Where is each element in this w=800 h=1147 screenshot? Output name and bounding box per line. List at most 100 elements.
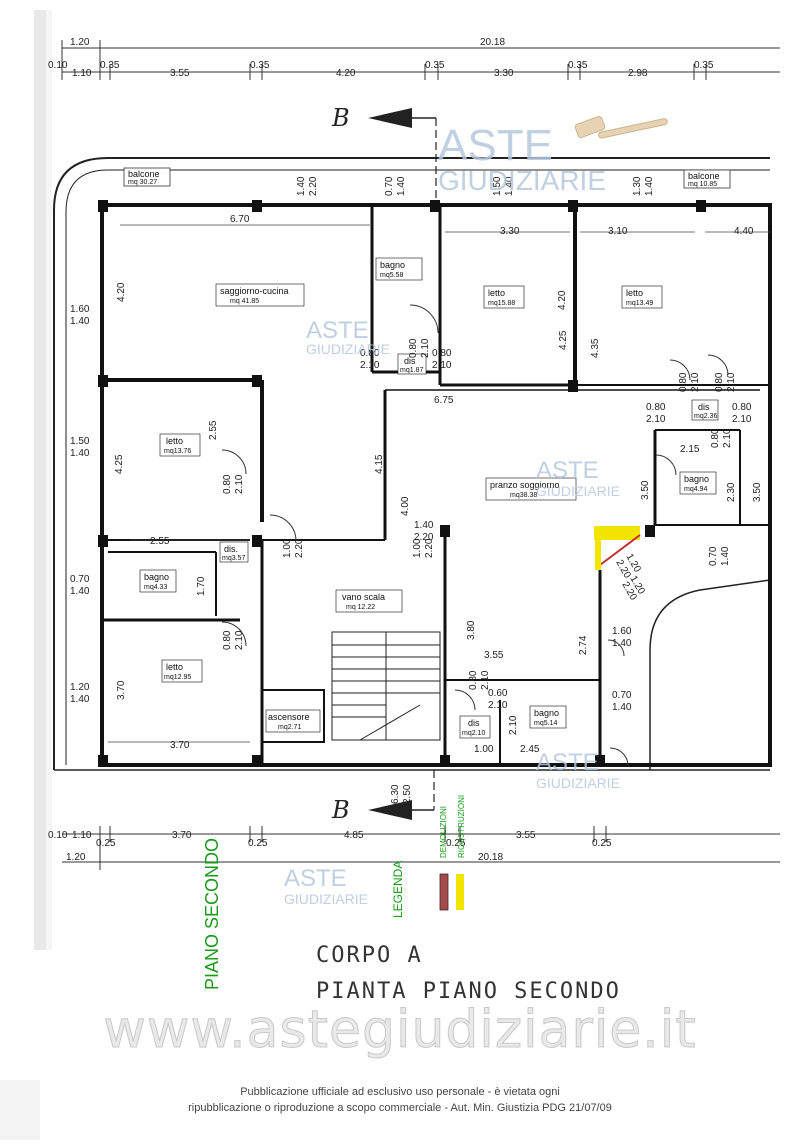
building-outline	[53, 157, 771, 771]
room-labels: bagno mq5.58 saggiorno-cucina mq 41.85 l…	[139, 257, 719, 739]
dim-215: 2.15	[680, 444, 700, 455]
window-2-a: 1.50	[492, 176, 503, 196]
room-ascensore-name: ascensore	[268, 712, 310, 722]
window-8-a: 1.60	[612, 626, 632, 637]
dim-top-6: 0.35	[425, 60, 445, 71]
dim-bottom-left-offset: 1.20	[66, 852, 86, 863]
reconstruction-wall-marker	[594, 526, 640, 540]
door-11-a: 1.00	[412, 538, 423, 558]
columns	[98, 200, 706, 767]
room-balcone-left-area: mq 30.27	[128, 179, 157, 186]
room-dis-3-name: dis.	[224, 544, 238, 554]
dim-415: 4.15	[374, 454, 385, 474]
watermark-giudiziarie-1: GIUDIZIARIE	[438, 165, 606, 196]
dim-top-8: 0.35	[568, 60, 588, 71]
legend-ricostruzioni-swatch	[456, 874, 464, 910]
footer-line2: ripubblicazione o riproduzione a scopo c…	[188, 1102, 612, 1114]
door-8-b: 2.10	[234, 474, 245, 494]
top-dimension-lines	[61, 40, 780, 80]
room-ascensore-area: mq2.71	[278, 724, 301, 731]
room-letto-3-name: letto	[166, 436, 183, 446]
scan-noise	[0, 10, 52, 1140]
watermark-giudiziarie-4: GIUDIZIARIE	[536, 775, 620, 791]
door-17-b: 2.50	[402, 784, 413, 804]
dim-top-1: 1.10	[72, 68, 92, 79]
door-15-b: 2.10	[480, 670, 491, 690]
door-3-b: 2.10	[690, 372, 701, 392]
window-8-b: 1.40	[612, 638, 632, 649]
window-7-a: 1.20	[70, 682, 90, 693]
dim-310: 3.10	[608, 226, 628, 237]
dim-330: 3.30	[500, 226, 520, 237]
door-swings	[221, 304, 729, 767]
window-10-b: 1.40	[720, 546, 731, 566]
dim-380: 3.80	[466, 620, 477, 640]
balcone-left-box	[123, 167, 171, 187]
legend-demolizioni-swatch	[439, 873, 449, 911]
dim-170: 1.70	[196, 576, 207, 596]
room-pranzo-name: pranzo soggiorno	[490, 480, 560, 490]
window-2-b: 1.40	[504, 176, 515, 196]
window-9-a: 0.70	[612, 690, 632, 701]
door-0-a: 0.80	[360, 348, 380, 359]
room-dis-2-area: mq2.36	[694, 413, 717, 420]
window-3-a: 1.30	[632, 176, 643, 196]
dim-bottom-8: 0.25	[592, 838, 612, 849]
legend-demolizioni-label: DEMOLIZIONI	[439, 806, 448, 858]
door-5-b: 2.10	[646, 414, 666, 425]
section-b-bottom-label: B	[331, 796, 350, 824]
dim-bottom-1: 1.10	[72, 830, 92, 841]
floor-level-label: PIANO SECONDO	[202, 838, 222, 990]
door-6-a: 0.80	[732, 402, 752, 413]
room-letto-2-name: letto	[626, 288, 643, 298]
door-2-b: 2.10	[420, 338, 431, 358]
window-7-b: 1.40	[70, 694, 90, 705]
dim-top-4: 0.35	[250, 60, 270, 71]
dim-top-left-offset: 1.20	[70, 37, 90, 48]
room-letto-2-area: mq13.49	[626, 300, 653, 307]
plan-title-line2: PIANTA PIANO SECONDO	[316, 979, 621, 1004]
room-saggiorno-area: mq 41.85	[230, 298, 259, 305]
room-vano-scala-area: mq 12.22	[346, 604, 375, 611]
door-6-b: 2.10	[732, 414, 752, 425]
window-10-a: 0.70	[708, 546, 719, 566]
room-bagno-1-name: bagno	[380, 260, 405, 270]
dim-bottom-3: 3.70	[172, 830, 192, 841]
section-marker-bottom: B	[331, 770, 435, 824]
door-12-a: 0.80	[222, 630, 233, 650]
room-dis-2-name: dis	[698, 402, 710, 412]
dim-210: 2.10	[508, 715, 519, 735]
watermark-logos: ASTE GIUDIZIARIE ASTE GIUDIZIARIE ASTE G…	[284, 121, 620, 907]
dim-top-9: 2.98	[628, 68, 648, 79]
window-9-b: 1.40	[612, 702, 632, 713]
dim-bottom-row: 0.10 1.10 0.25 3.70 0.25 4.85 0.25 3.55 …	[48, 830, 612, 849]
renovation-markers	[594, 526, 641, 570]
dim-350b: 3.50	[752, 482, 763, 502]
watermark-site: www.astegiudiziarie.it	[103, 1000, 697, 1061]
door-3-a: 0.80	[678, 372, 689, 392]
dim-bottom-overall: 20.18	[478, 852, 503, 863]
dim-top-row: 0.10 1.10 0.35 3.55 0.35 4.20 0.35 3.30 …	[48, 60, 714, 79]
dim-bottom-4: 0.25	[248, 838, 268, 849]
room-letto-3-area: mq13.76	[164, 448, 191, 455]
door-7-a: 0.80	[710, 428, 721, 448]
dim-370v: 3.70	[116, 680, 127, 700]
dim-255v: 2.55	[208, 420, 219, 440]
door-17-a: 6.30	[390, 784, 401, 804]
window-5-a: 1.50	[70, 436, 90, 447]
dim-bottom-2: 0.25	[96, 838, 116, 849]
dim-bottom-6: 0.25	[446, 838, 466, 849]
door-15-a: 0.80	[468, 670, 479, 690]
room-dis-3-area: mq3.57	[222, 555, 245, 562]
window-0-a: 1.40	[296, 176, 307, 196]
door-7-b: 2.10	[722, 428, 733, 448]
dim-425b: 4.25	[114, 454, 125, 474]
room-bagno-2-area: mq4.94	[684, 486, 707, 493]
door-11-b: 2.20	[424, 538, 435, 558]
room-bagno-3-area: mq4.33	[144, 584, 167, 591]
legend: LEGENDA DEMOLIZIONI RICOSTRUZIONI	[391, 795, 466, 918]
dim-top-0: 0.10	[48, 60, 68, 71]
door-13-a: 0.60	[488, 688, 508, 699]
dim-230: 2.30	[726, 482, 737, 502]
